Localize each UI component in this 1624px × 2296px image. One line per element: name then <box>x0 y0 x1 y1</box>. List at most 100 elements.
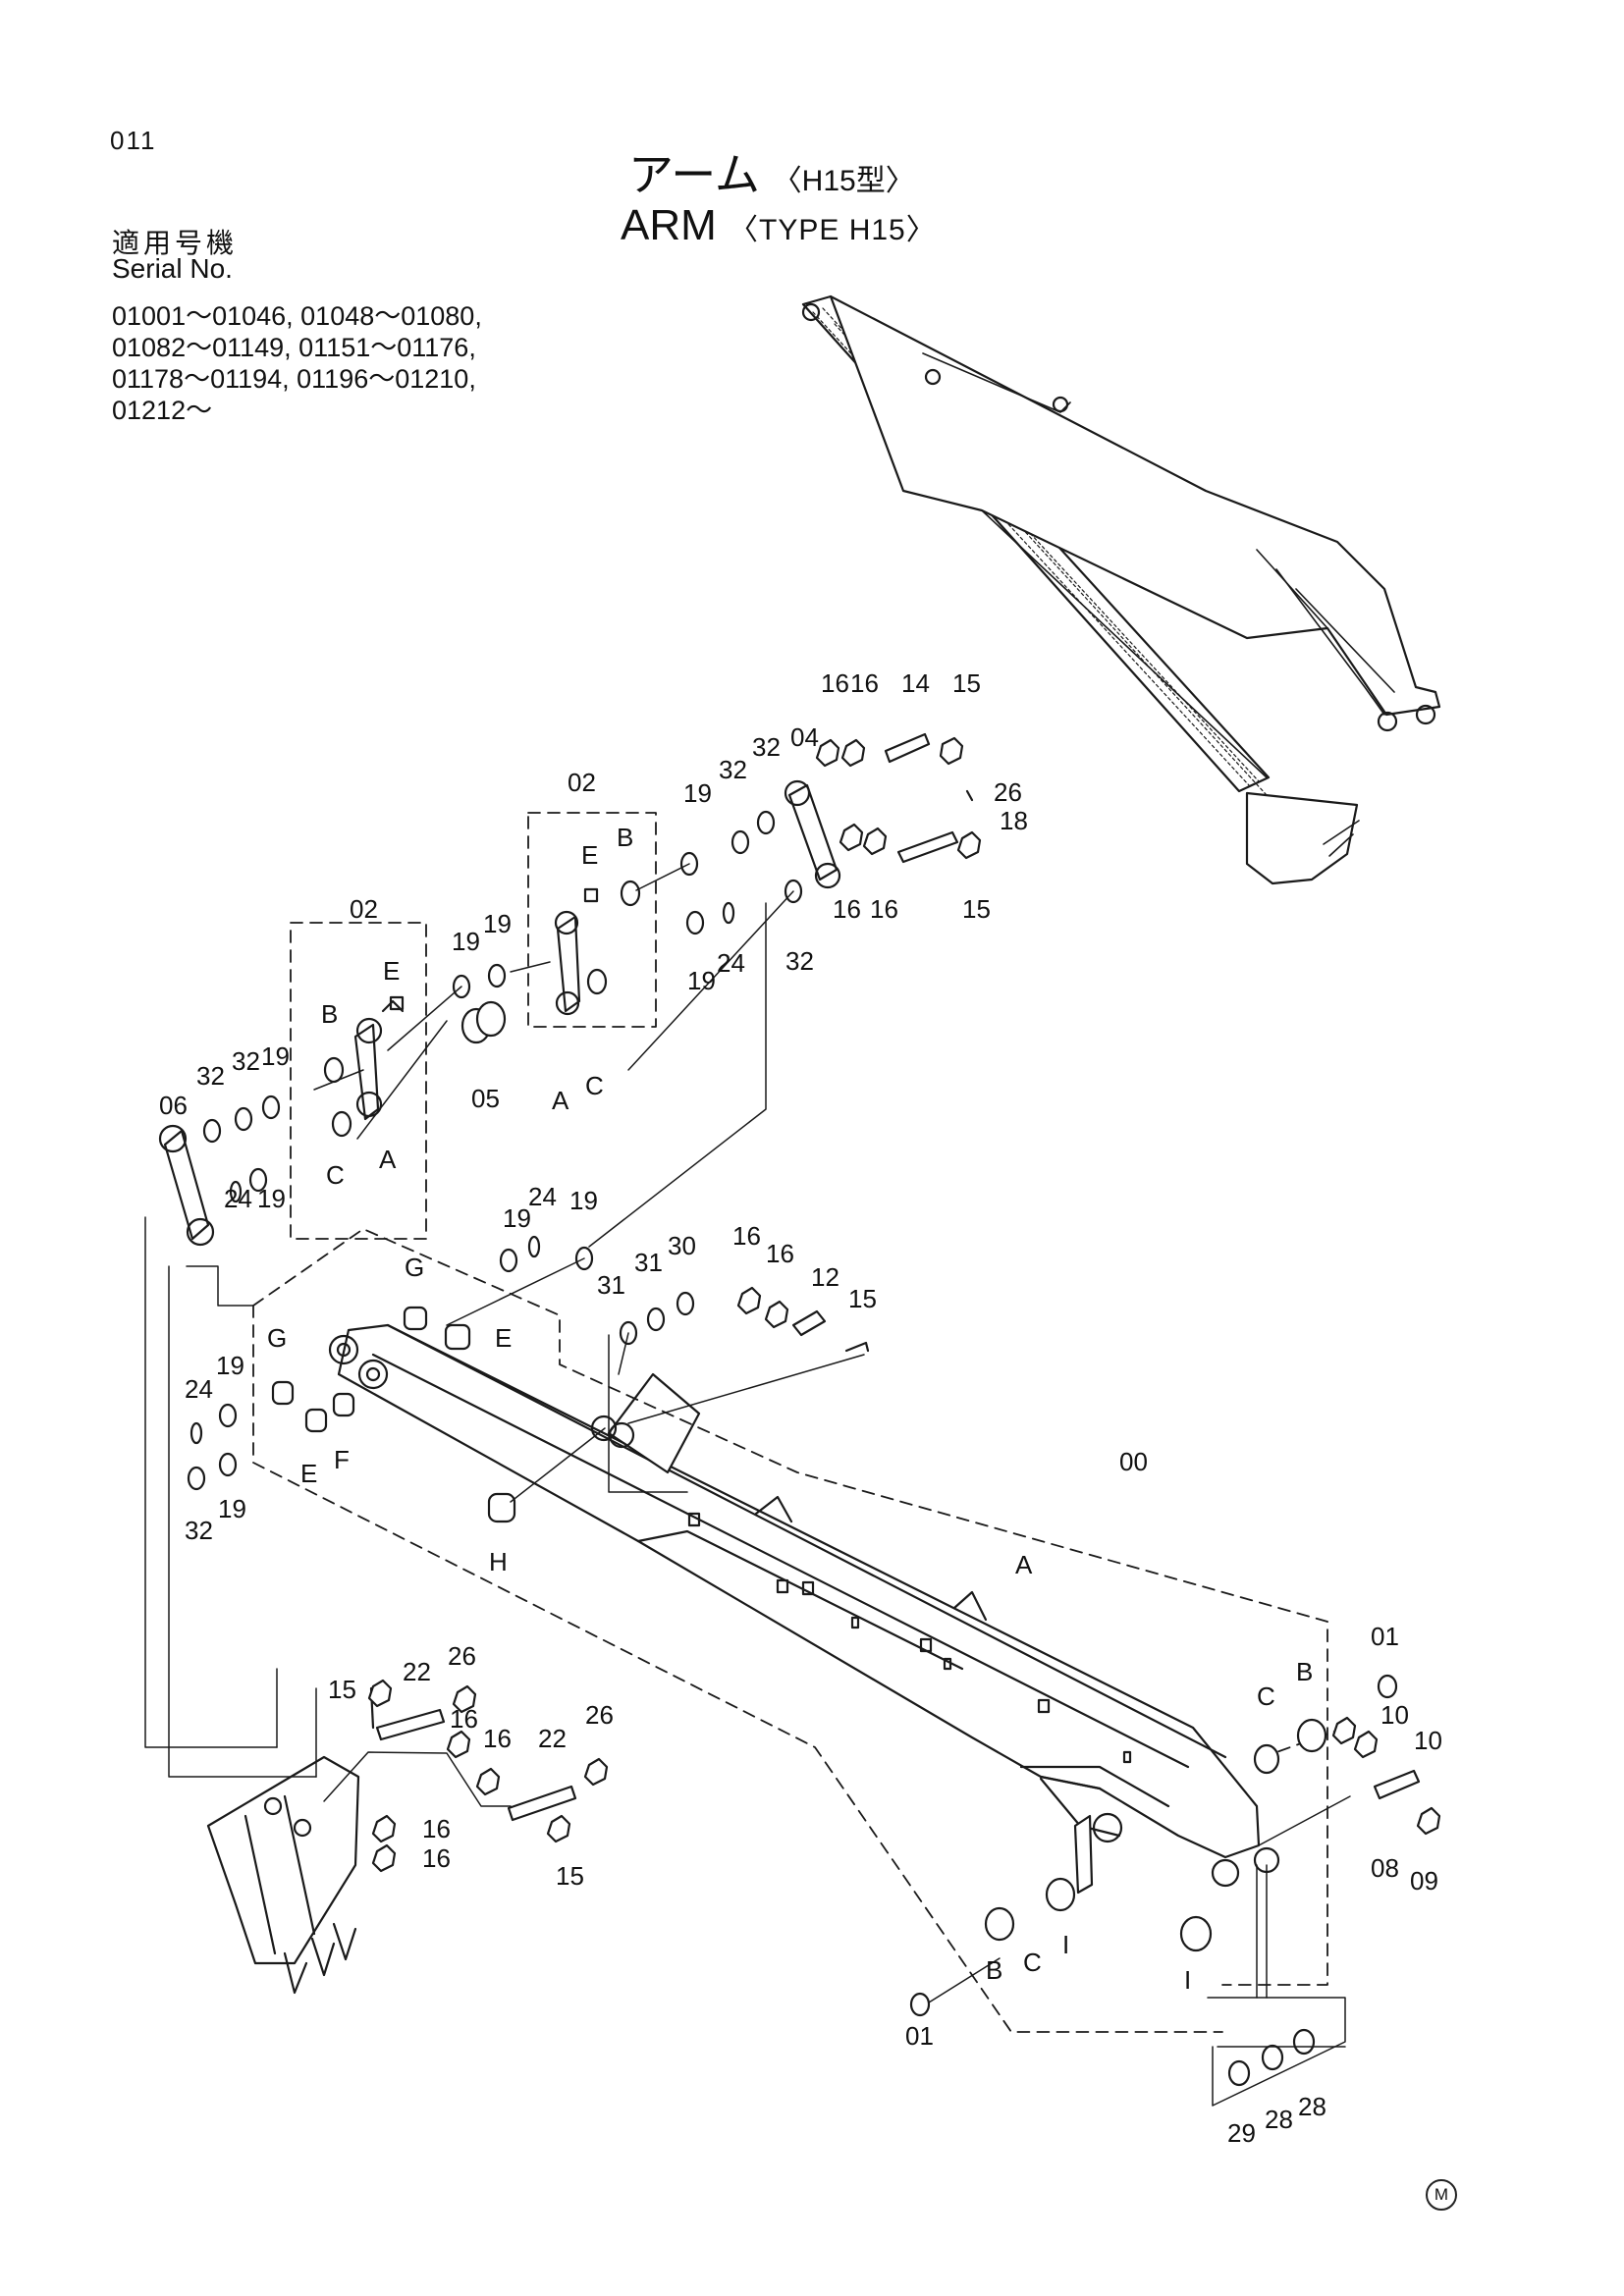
callout-label: 24 <box>224 1184 252 1213</box>
link-02-center-illustration <box>554 880 641 1016</box>
callout-label: 24 <box>717 948 745 978</box>
callout-label: B <box>617 823 633 852</box>
callout-label: 16 <box>483 1724 512 1753</box>
callout-label: 15 <box>848 1284 877 1313</box>
callout-label: 31 <box>597 1270 625 1300</box>
callout-label: 19 <box>503 1203 531 1233</box>
callout-label: 06 <box>159 1091 188 1120</box>
callout-label: 16 <box>870 894 898 924</box>
callout-label: 26 <box>585 1700 614 1730</box>
serial-range-line: 01178～01194, 01196～01210, <box>112 364 476 394</box>
callout-label: 12 <box>811 1262 839 1292</box>
callout-label: I <box>1184 1965 1191 1995</box>
callout-label: 16 <box>821 668 849 698</box>
callout-label: 32 <box>785 946 814 976</box>
leader-lines <box>144 863 1351 2107</box>
callout-label: 10 <box>1380 1700 1409 1730</box>
callout-label: 14 <box>901 668 930 698</box>
callout-label: A <box>1015 1550 1033 1579</box>
serial-range-line: 01001～01046, 01048～01080, <box>112 301 482 331</box>
callout-label: C <box>326 1160 345 1190</box>
callout-label: 16 <box>833 894 861 924</box>
callout-label: G <box>405 1253 424 1282</box>
callout-label: 19 <box>483 909 512 938</box>
callout-label: 19 <box>452 927 480 956</box>
callout-label: A <box>379 1145 397 1174</box>
callout-label: B <box>1296 1657 1313 1686</box>
bushing-05-illustration <box>460 1000 507 1044</box>
link-06-illustration <box>158 1124 215 1247</box>
callout-label: 01 <box>905 2021 934 2051</box>
callout-label: 24 <box>528 1182 557 1211</box>
bucket-illustration <box>206 1755 360 1995</box>
callout-label: E <box>581 840 598 870</box>
callout-label: 15 <box>962 894 991 924</box>
callout-label: 16 <box>450 1704 478 1734</box>
callout-label: 10 <box>1414 1726 1442 1755</box>
callout-label: A <box>552 1086 569 1115</box>
callout-label: 19 <box>687 966 716 995</box>
callout-label: 32 <box>196 1061 225 1091</box>
callout-label: 26 <box>448 1641 476 1671</box>
serial-range-line: 01212～ <box>112 396 213 425</box>
callout-label: 18 <box>1000 806 1028 835</box>
title-en-type: 〈TYPE H15〉 <box>729 214 937 246</box>
callout-label: 19 <box>218 1494 246 1523</box>
callout-label: 22 <box>538 1724 567 1753</box>
assembly-boundaries <box>252 812 1346 2033</box>
maker-mark: M <box>1426 2179 1457 2211</box>
link-02-left-illustration <box>323 995 405 1138</box>
callout-label: 19 <box>261 1041 290 1071</box>
callout-label: E <box>383 956 400 986</box>
serial-label-japanese: 適用号機 <box>112 228 239 258</box>
callout-label: 31 <box>634 1248 663 1277</box>
callout-label: I <box>1062 1930 1069 1959</box>
callout-label: 16 <box>766 1239 794 1268</box>
callout-label: B <box>986 1955 1002 1985</box>
callout-label: 19 <box>683 778 712 808</box>
callout-label: 02 <box>568 768 596 797</box>
callout-label: 16 <box>850 668 879 698</box>
title-ja-type: 〈H15型〉 <box>772 165 915 197</box>
callout-label: E <box>495 1323 512 1353</box>
callout-label: 32 <box>232 1046 260 1076</box>
callout-label: 19 <box>257 1184 286 1213</box>
callout-label: 01 <box>1371 1622 1399 1651</box>
callout-label: C <box>585 1071 604 1100</box>
arm-body-illustration <box>328 1323 1280 1888</box>
callout-label: 32 <box>719 755 747 784</box>
callout-label: 32 <box>752 732 781 762</box>
arm-overview-illustration <box>801 294 1441 885</box>
washers-and-rings <box>187 810 1398 2087</box>
callout-label: G <box>267 1323 287 1353</box>
callout-label: 32 <box>185 1516 213 1545</box>
callout-labels: 16 16 14 15 04 32 32 19 02 E B 26 18 16 … <box>159 668 1442 2148</box>
callout-label: 15 <box>952 668 981 698</box>
callout-label: 19 <box>216 1351 244 1380</box>
callout-label: 16 <box>422 1843 451 1873</box>
callout-label: 15 <box>328 1675 356 1704</box>
callout-label: 16 <box>732 1221 761 1251</box>
callout-label: H <box>489 1547 508 1576</box>
title-ja-text: アーム <box>628 149 760 200</box>
serial-range-line: 01082～01149, 01151～01176, <box>112 333 476 362</box>
callout-label: 30 <box>668 1231 696 1260</box>
callout-label: 16 <box>422 1814 451 1843</box>
title-japanese: アーム 〈H15型〉 <box>628 139 915 204</box>
callout-label: F <box>334 1445 350 1474</box>
pins-bolts-nuts <box>367 732 1441 1873</box>
callout-label: 05 <box>471 1084 500 1113</box>
title-en-text: ARM <box>621 201 717 249</box>
serial-label-english: Serial No. <box>112 253 233 284</box>
title-english: ARM 〈TYPE H15〉 <box>621 201 937 250</box>
callout-label: 02 <box>350 894 378 924</box>
callout-label: 15 <box>556 1861 584 1891</box>
callout-label: 22 <box>403 1657 431 1686</box>
link-04-illustration <box>784 779 841 889</box>
callout-label: 04 <box>790 722 819 752</box>
page-number: 011 <box>110 126 157 155</box>
callout-label: 00 <box>1119 1447 1148 1476</box>
callout-label: C <box>1257 1682 1275 1711</box>
callout-label: 19 <box>569 1186 598 1215</box>
